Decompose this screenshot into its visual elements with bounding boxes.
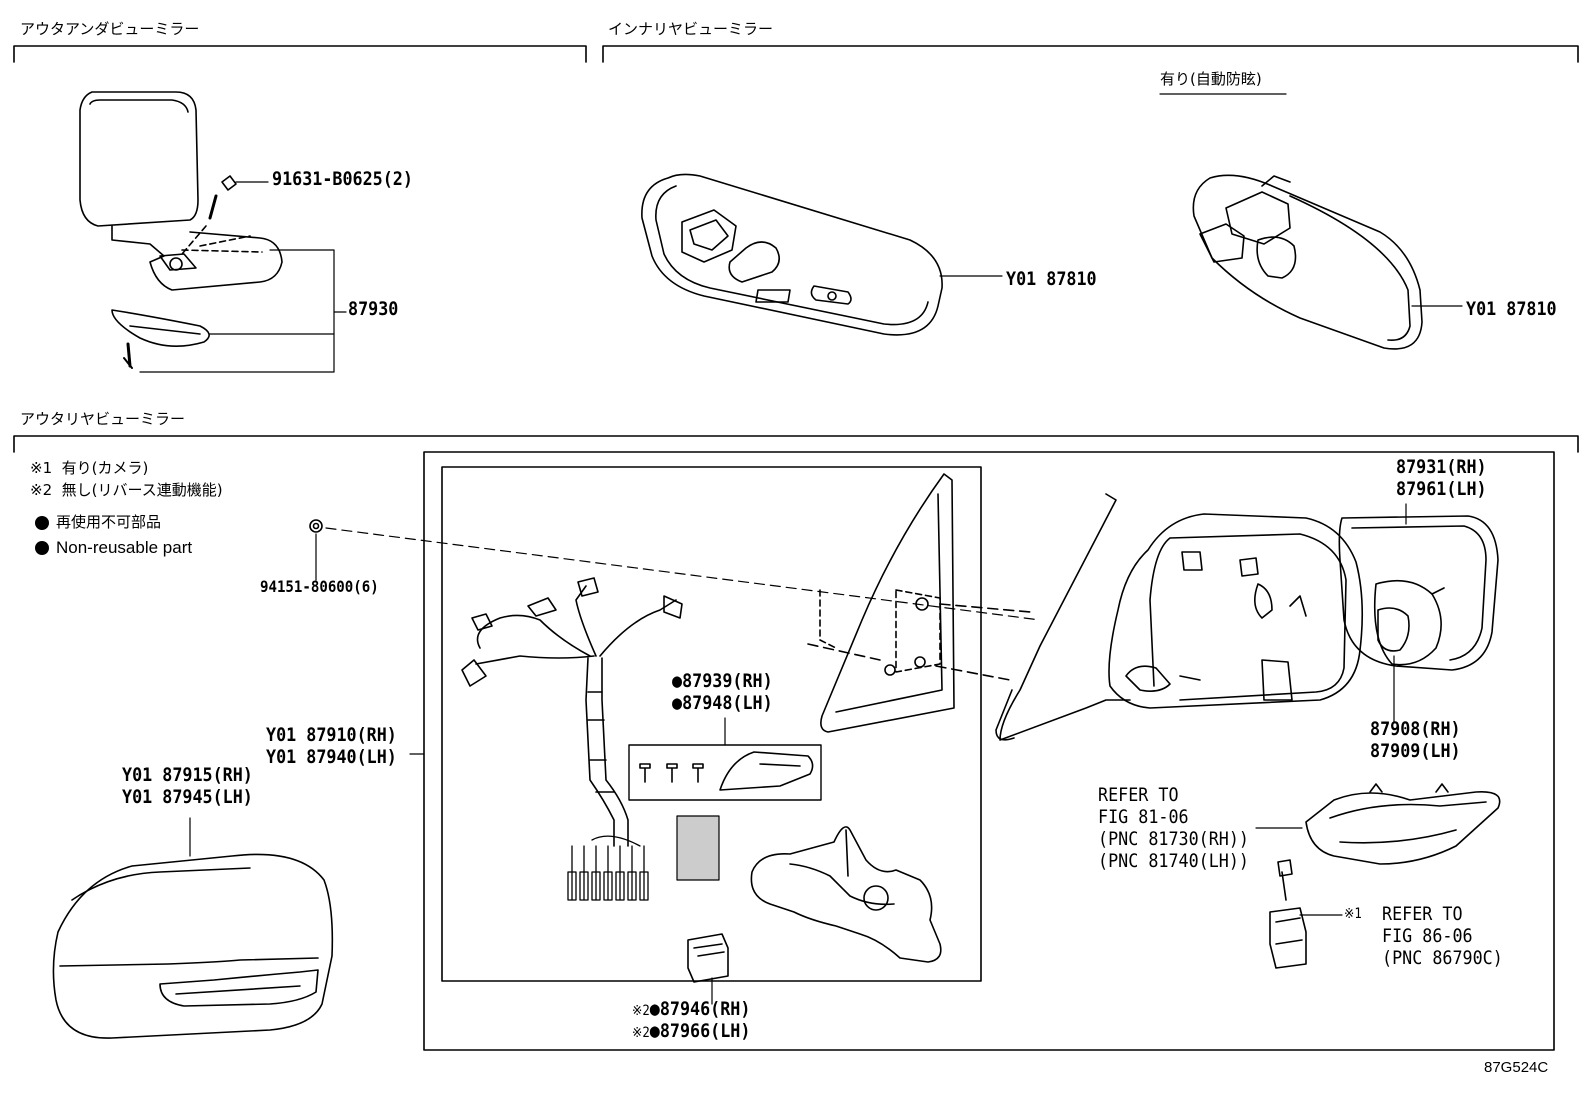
part-clip: 94151-80600(6) <box>260 577 379 596</box>
under-mirror-drawing <box>79 91 283 369</box>
harness-subframe <box>441 466 982 982</box>
non-reusable-mark: ● <box>649 998 660 1020</box>
assembly-frame <box>423 451 1555 1051</box>
refer-lamp-line-2: FIG 81-06 <box>1098 806 1189 828</box>
note-1-mark: ※1 <box>1344 906 1362 922</box>
harness-drawing <box>461 577 683 901</box>
part-retainer-lh: ●87948(LH) <box>672 692 773 714</box>
retainer-drawing <box>639 751 814 791</box>
part-cover-lh: Y01 87945(LH) <box>122 786 253 808</box>
note-2-mark: ※2 <box>632 1003 650 1019</box>
mirror-glass-drawing <box>1338 515 1499 671</box>
non-reusable-mark: ● <box>649 1020 660 1042</box>
section-bracket-inner-rear <box>602 45 1579 63</box>
part-glass-rh: 87931(RH) <box>1396 456 1487 478</box>
refer-lamp-line-1: REFER TO <box>1098 784 1179 806</box>
part-connector-lh: ※2●87966(LH) <box>632 1020 751 1042</box>
legend-bullet-jp: 再使用不可部品 <box>56 513 162 531</box>
seal-sheet <box>676 815 720 881</box>
inner-mirror-drawing-a <box>641 173 943 336</box>
inner-mirror-drawing-b <box>1192 174 1423 350</box>
refer-camera-line-1: REFER TO <box>1382 903 1463 925</box>
turn-lamp-drawing <box>1305 783 1501 865</box>
mirror-cover-drawing <box>52 853 334 1039</box>
legend-bullets <box>35 516 49 555</box>
section-title-outer-rear: アウタリヤビューミラー <box>20 410 186 428</box>
part-retainer-rh: ●87939(RH) <box>672 670 773 692</box>
section-bracket-outer-under <box>13 45 587 63</box>
refer-camera-line-3: (PNC 86790C) <box>1382 947 1503 969</box>
part-connector-rh: ※2●87946(RH) <box>632 998 751 1020</box>
retainer-box <box>628 744 822 801</box>
under-mirror-leaders <box>139 181 347 373</box>
legend-note-2: ※2 無し(リバース連動機能) <box>30 481 223 499</box>
part-glass-lh: 87961(LH) <box>1396 478 1487 500</box>
section-title-outer-under: アウタアンダビューミラー <box>20 20 200 38</box>
camera-drawing <box>1269 859 1307 969</box>
mirror-housing-drawing <box>995 493 1364 741</box>
refer-lamp-line-3: (PNC 81730(RH)) <box>1098 828 1250 850</box>
motor-drawing <box>1373 579 1445 666</box>
section-title-inner-rear: インナリヤビューミラー <box>608 20 774 38</box>
assembly-leaders <box>189 503 1407 1005</box>
part-cover-rh: Y01 87915(RH) <box>122 764 253 786</box>
part-motor-lh: 87909(LH) <box>1370 740 1461 762</box>
note-2-mark: ※2 <box>632 1025 650 1041</box>
figure-code: 87G524C <box>1484 1059 1549 1076</box>
section-bracket-outer-rear <box>13 435 1579 453</box>
part-inner-mirror-a: Y01 87810 <box>1006 268 1097 290</box>
refer-lamp-line-4: (PNC 81740(LH)) <box>1098 850 1250 872</box>
clip-drawing <box>309 519 1041 621</box>
inner-variant-label: 有り(自動防眩) <box>1160 70 1262 88</box>
part-inner-mirror-b: Y01 87810 <box>1466 298 1557 320</box>
mirror-base-drawing <box>807 473 1031 733</box>
refer-camera-line-2: FIG 86-06 <box>1382 925 1473 947</box>
part-screw-under: 91631-B0625(2) <box>272 168 413 190</box>
legend-bullet-en: Non-reusable part <box>56 538 193 557</box>
non-reusable-mark: ● <box>672 670 683 692</box>
connector-drawing <box>687 933 729 983</box>
legend-note-1: ※1 有り(カメラ) <box>30 459 149 477</box>
non-reusable-mark: ● <box>672 692 683 714</box>
part-mirror-assy-rh: Y01 87910(RH) <box>266 724 397 746</box>
part-mirror-assy-lh: Y01 87940(LH) <box>266 746 397 768</box>
part-motor-rh: 87908(RH) <box>1370 718 1461 740</box>
part-under-mirror: 87930 <box>348 298 399 320</box>
bracket-drawing <box>750 826 942 963</box>
